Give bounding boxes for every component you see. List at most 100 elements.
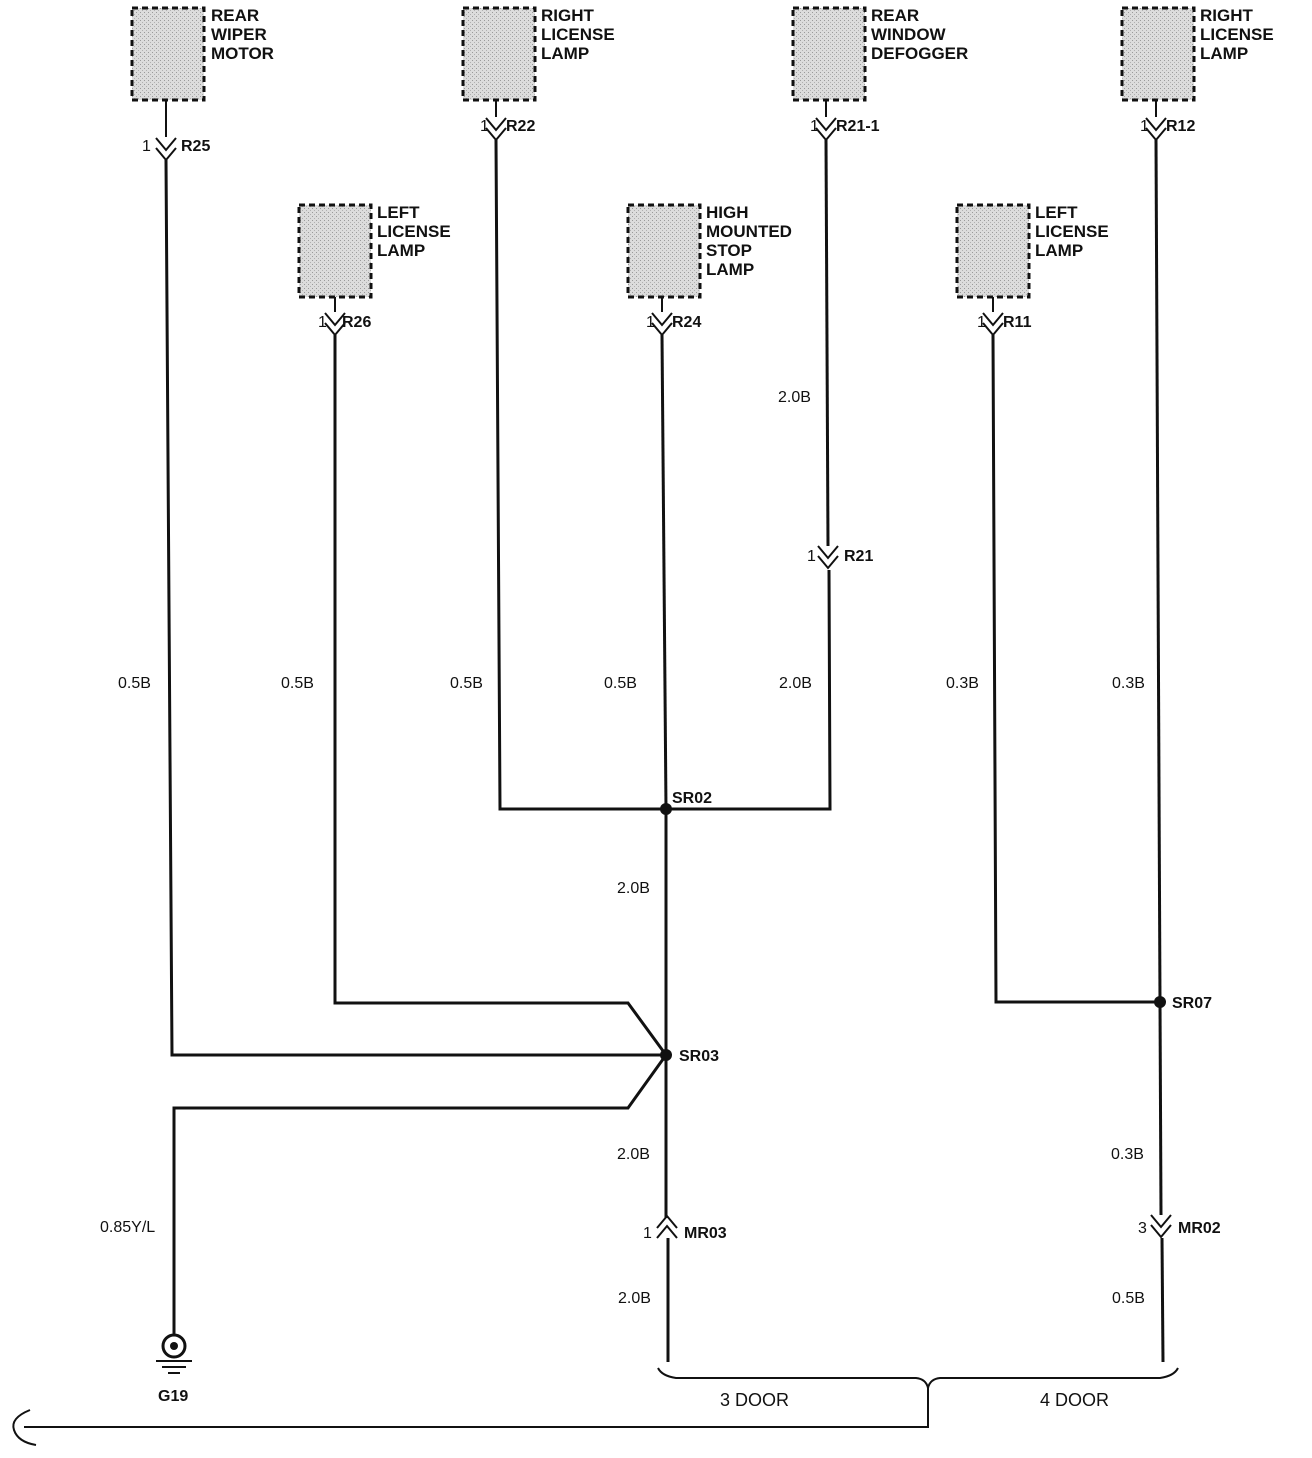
connector-chevron	[485, 117, 507, 132]
wire-label-mr02-below: 0.5B	[1112, 1290, 1145, 1307]
connector-chevron	[155, 137, 177, 152]
continuation-line	[24, 1388, 929, 1428]
component-label-line: LICENSE	[1200, 25, 1274, 44]
wire-r24-sr02	[660, 334, 668, 810]
splice-label-sr07: SR07	[1172, 995, 1212, 1012]
connector-label-r11: R11	[1003, 314, 1032, 331]
component-label-line: LAMP	[706, 260, 754, 279]
wire-label-r26: 0.5B	[281, 675, 314, 692]
ground-label-g19: G19	[158, 1388, 188, 1405]
pin-label-r25: 1	[142, 138, 151, 155]
splice-dot-sr03	[660, 1049, 672, 1061]
ground-symbol	[156, 1333, 192, 1374]
wire-label-r21-upper: 2.0B	[778, 389, 811, 406]
component-box	[297, 203, 373, 299]
component-label-line: WIPER	[211, 25, 267, 44]
continuation-curl	[12, 1409, 37, 1446]
component-label-line: STOP	[706, 241, 752, 260]
pin-label-r21-1: 1	[810, 118, 819, 135]
pin-label-r22: 1	[480, 118, 489, 135]
connector-chevron	[324, 312, 346, 327]
wire-label-sr07-mr02: 0.3B	[1111, 1146, 1144, 1163]
connector-chevron	[815, 127, 837, 142]
component-label-line: LAMP	[1200, 44, 1248, 63]
connector-chevron	[1150, 1214, 1172, 1229]
splice-label-sr02: SR02	[672, 790, 712, 807]
wire-r11-sr07	[991, 334, 1160, 1004]
pin-label-mr03: 1	[643, 1225, 652, 1242]
connector-label-r25: R25	[181, 138, 210, 155]
component-label-line: MOUNTED	[706, 222, 792, 241]
pin-label-r26: 1	[318, 314, 327, 331]
pin-label-r11: 1	[977, 314, 986, 331]
splice-label-sr03: SR03	[679, 1048, 719, 1065]
connector-chevron	[1145, 127, 1167, 142]
wire-r21-sr02	[666, 569, 832, 811]
wire-label-r12: 0.3B	[1112, 675, 1145, 692]
component-label-line: LEFT	[377, 203, 420, 222]
wire-label-r25: 0.5B	[118, 675, 151, 692]
connector-chevron	[155, 147, 177, 162]
connector-chevron	[817, 555, 839, 570]
connector-chevron	[982, 322, 1004, 337]
connector-label-r21-1: R21-1	[836, 118, 880, 135]
pin-label-r21: 1	[807, 548, 816, 565]
component-box	[626, 203, 702, 299]
connector-chevron	[324, 322, 346, 337]
component-label-line: LICENSE	[1035, 222, 1109, 241]
component-box	[1120, 6, 1196, 102]
component-box	[955, 203, 1031, 299]
wire-mr02-below	[1160, 1237, 1165, 1363]
component-label-line: RIGHT	[541, 6, 595, 25]
component-box	[791, 6, 867, 102]
wire-label-r21-lower: 2.0B	[779, 675, 812, 692]
connector-chevron	[656, 1224, 678, 1239]
component-label-line: WINDOW	[871, 25, 947, 44]
component-label-line: LAMP	[377, 241, 425, 260]
connector-chevron	[485, 127, 507, 142]
connector-label-r12: R12	[1166, 118, 1195, 135]
connector-label-mr03: MR03	[684, 1225, 727, 1242]
component-label-line: LICENSE	[541, 25, 615, 44]
wire-r12-sr07	[1154, 139, 1162, 1003]
component-label-line: LEFT	[1035, 203, 1078, 222]
component-box	[461, 6, 537, 102]
ground-ring	[161, 1333, 187, 1359]
component-label-line: LAMP	[1035, 241, 1083, 260]
connector-label-r21: R21	[844, 548, 873, 565]
wire-sr07-mr02	[1158, 1001, 1163, 1216]
wire-r22-sr02	[494, 139, 666, 811]
splice-dot-sr07	[1154, 996, 1166, 1008]
connector-symbols	[155, 117, 1172, 1239]
connector-chevron	[815, 117, 837, 132]
wire-sr03-g19	[172, 1054, 668, 1334]
connector-chevron	[1145, 117, 1167, 132]
component-label-line: REAR	[211, 6, 259, 25]
wire-label-sr03-mr03: 2.0B	[617, 1146, 650, 1163]
component-label-line: LICENSE	[377, 222, 451, 241]
connector-label-mr02: MR02	[1178, 1220, 1221, 1237]
door-brace	[657, 1367, 1179, 1389]
connector-chevron	[1150, 1224, 1172, 1239]
connector-label-r24: R24	[672, 314, 701, 331]
connector-chevron	[817, 545, 839, 560]
connector-chevron	[656, 1214, 678, 1229]
splice-dot-sr02	[660, 803, 672, 815]
component-label-line: RIGHT	[1200, 6, 1254, 25]
connector-label-r22: R22	[506, 118, 535, 135]
component-label-line: REAR	[871, 6, 919, 25]
door-label-4: 4 DOOR	[1040, 1390, 1109, 1410]
wire-label-r22: 0.5B	[450, 675, 483, 692]
wire-network	[164, 100, 1165, 1363]
